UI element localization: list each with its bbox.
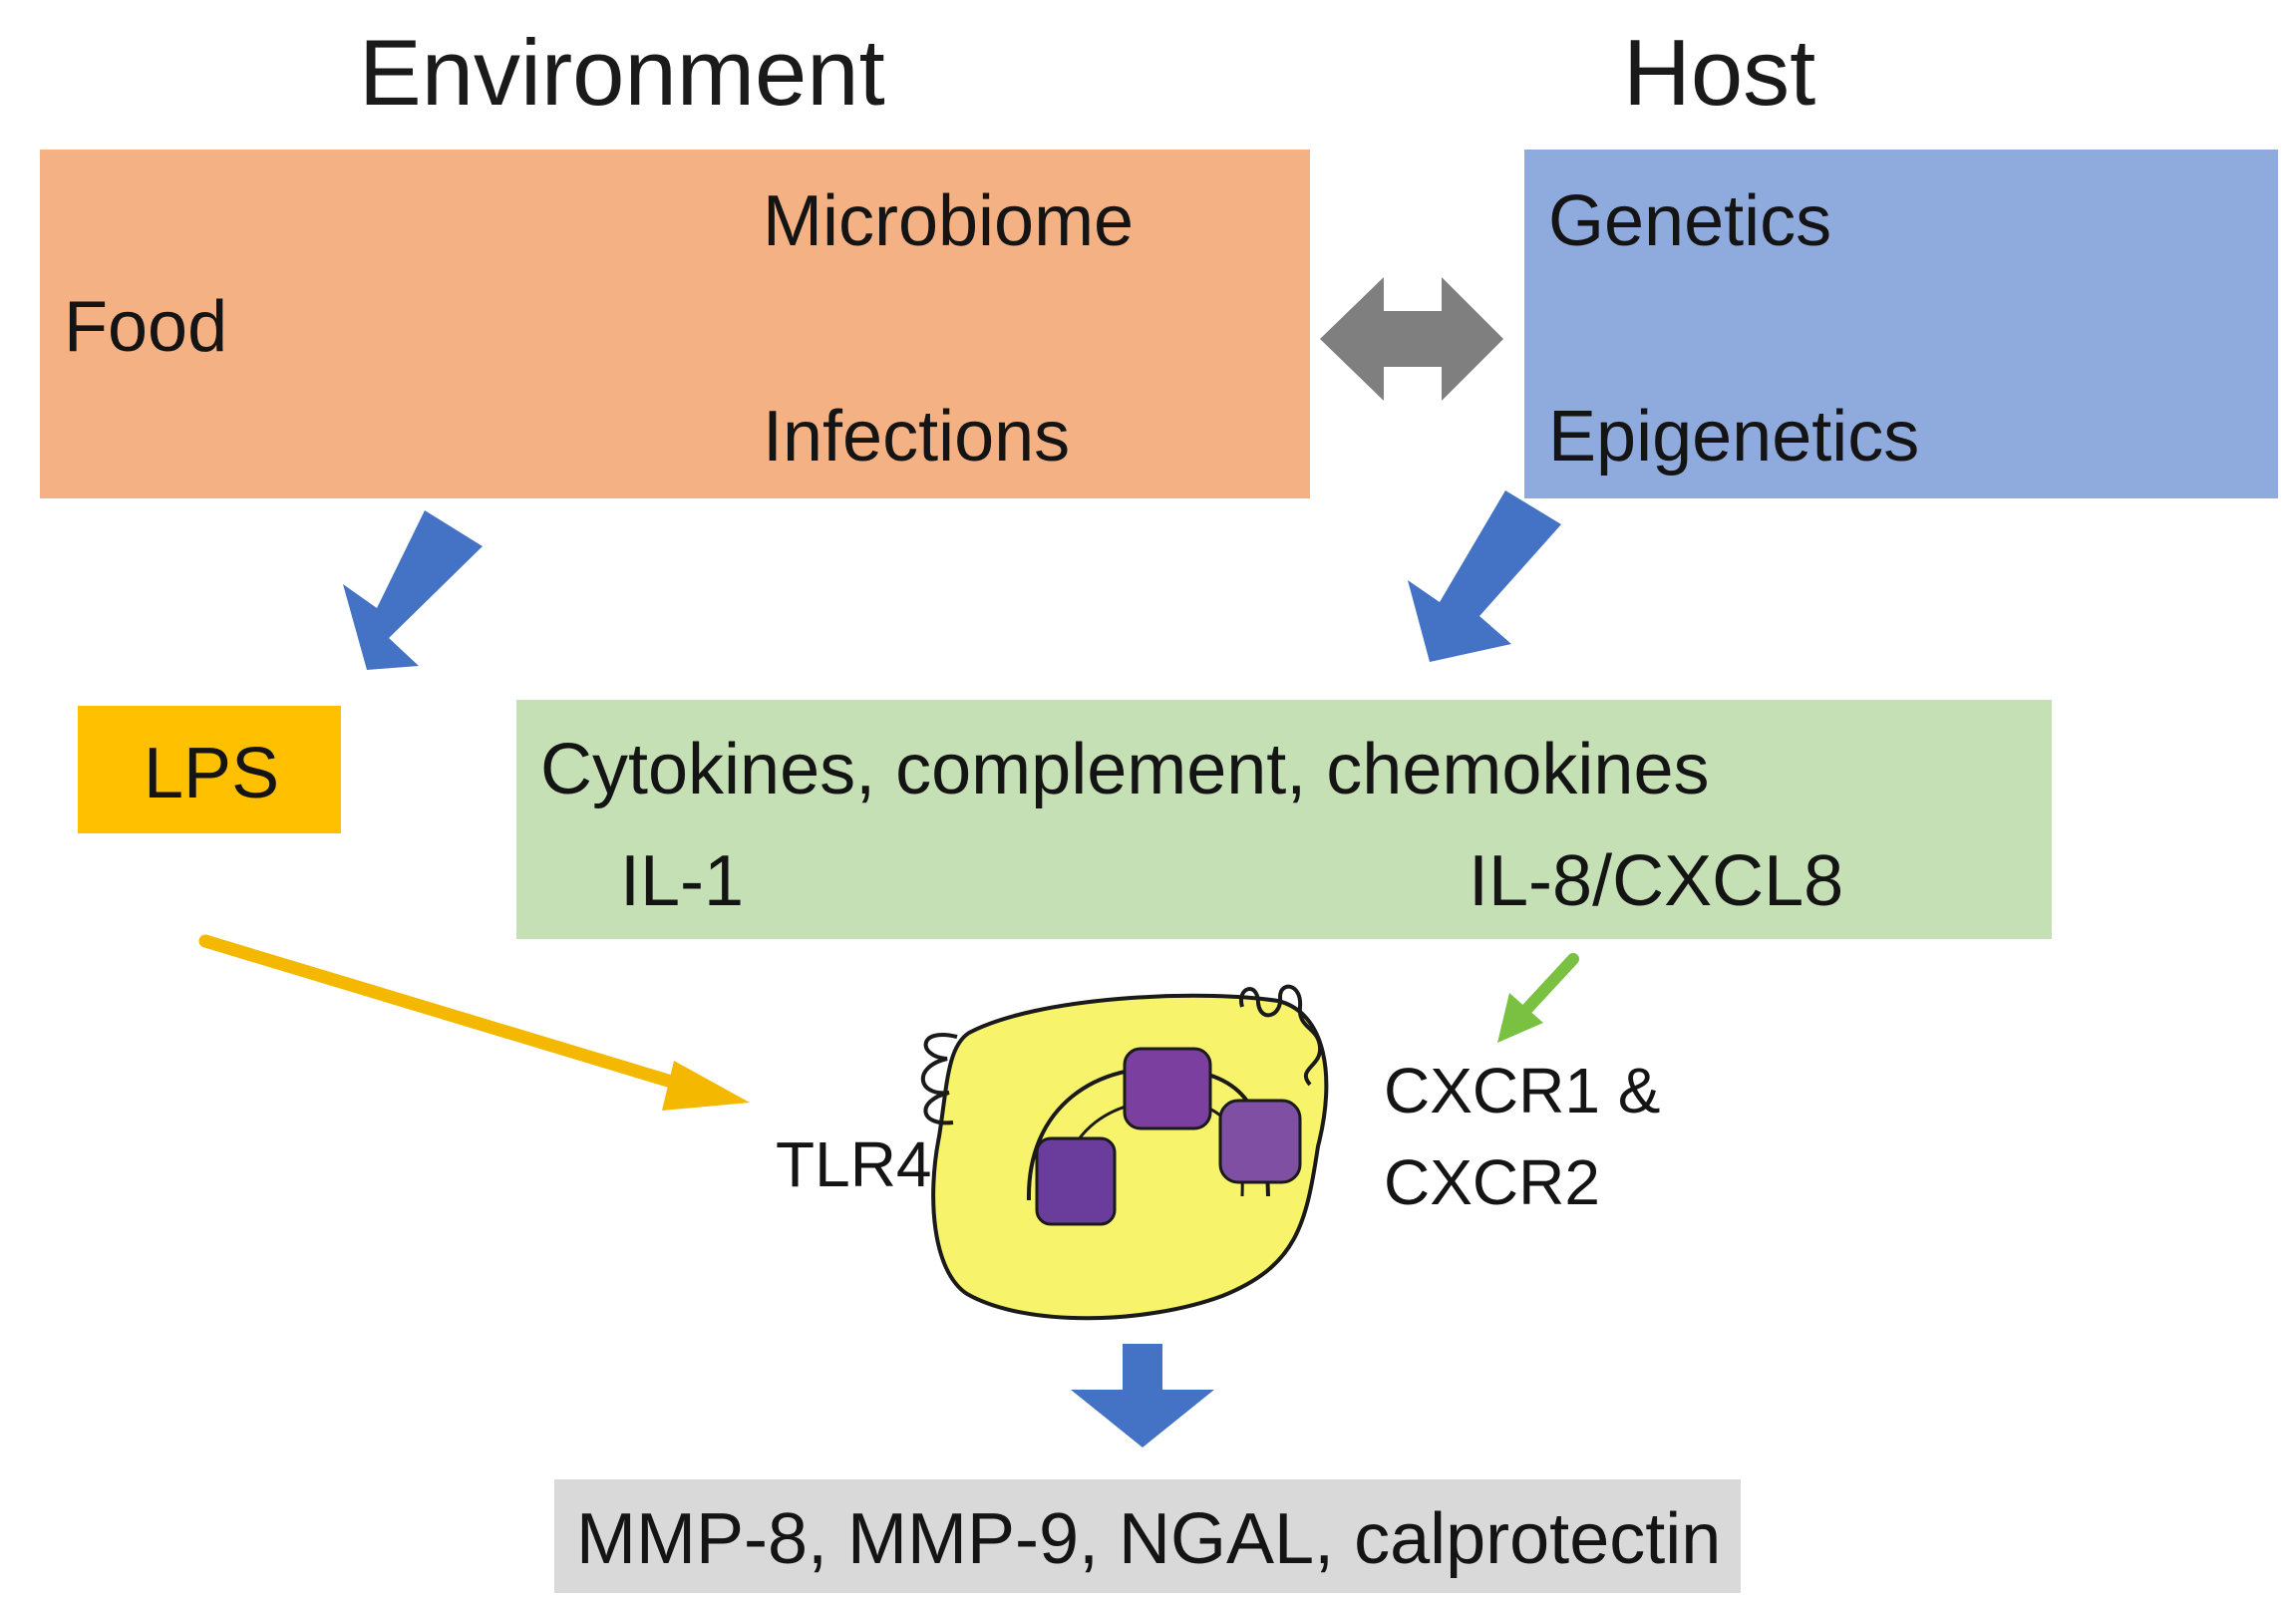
microbiome-label: Microbiome [763,181,1135,261]
blue-arrow-down-to-output-icon [1071,1344,1214,1447]
food-label: Food [64,287,228,367]
il1-label: IL-1 [620,841,745,921]
mediators-box: Cytokines, complement, chemokines IL-1 I… [516,700,2052,939]
granule-right [1218,1099,1302,1184]
host-heading: Host [1623,20,1816,125]
tlr4-label: TLR4 [776,1128,932,1200]
cxcr1-label: CXCR1 & [1384,1055,1661,1126]
green-arrow-il8-to-cxcr-icon [1497,953,1579,1043]
host-box: Genetics Epigenetics [1524,150,2278,498]
environment-box: Microbiome Food Infections [40,150,1310,498]
tlr4-receptor-icon [920,1033,958,1125]
lps-label: LPS [144,734,280,813]
infections-label: Infections [763,397,1071,477]
lps-box: LPS [78,706,341,833]
orange-arrow-lps-to-cell-icon [198,934,750,1111]
double-arrow-icon [1320,277,1503,401]
neutrophil-cell-icon [920,984,1329,1321]
cxcr2-label: CXCR2 [1384,1146,1600,1218]
epigenetics-label: Epigenetics [1548,397,1920,477]
granule-left [1035,1136,1117,1226]
genetics-label: Genetics [1548,181,1832,261]
mediators-title: Cytokines, complement, chemokines [540,730,1710,809]
environment-heading: Environment [359,20,885,125]
blue-arrow-env-to-lps-icon [343,510,483,670]
granule-top [1123,1047,1212,1130]
blue-arrow-host-to-mediators-icon [1408,490,1561,662]
cxcr-receptor-icon [1238,984,1323,1087]
il8-label: IL-8/CXCL8 [1469,841,1844,921]
output-box: MMP-8, MMP-9, NGAL, calprotectin [554,1479,1741,1593]
output-label: MMP-8, MMP-9, NGAL, calprotectin [576,1499,1722,1579]
